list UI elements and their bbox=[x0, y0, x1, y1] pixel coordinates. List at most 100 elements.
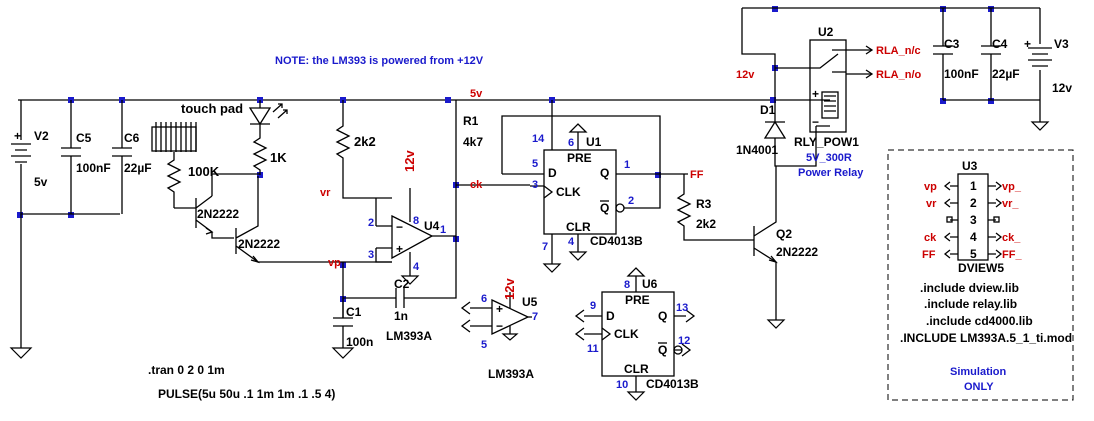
include-relay: .include relay.lib bbox=[924, 297, 1017, 311]
u6-model: CD4013B bbox=[646, 377, 699, 391]
v2-name: V2 bbox=[34, 129, 49, 143]
u3-pin-5-right: FF_ bbox=[1002, 249, 1022, 261]
u5-comparator: + − 6 5 12v U5 7 LM393A bbox=[460, 278, 538, 381]
u3-pin-4-left: ck bbox=[924, 232, 937, 244]
u3-model: DVIEW5 bbox=[958, 261, 1004, 275]
u1-q: Q bbox=[600, 166, 609, 180]
u5-pin-out: 7 bbox=[532, 311, 538, 323]
u1-model: CD4013B bbox=[590, 234, 643, 248]
r1-resistor: R1 4k7 ck bbox=[456, 114, 530, 191]
v2-source: + V2 5v bbox=[9, 100, 120, 359]
u3-pin-1-right: vp_ bbox=[1002, 181, 1022, 193]
u6-clk: CLK bbox=[614, 327, 639, 341]
qa-model: 2N2222 bbox=[197, 207, 239, 221]
net-label-rla-nc: RLA_n/c bbox=[876, 45, 921, 57]
svg-text:+: + bbox=[496, 302, 503, 316]
u1-pin-clk: 3 bbox=[532, 179, 538, 191]
r-100k-value: 100K bbox=[188, 164, 220, 179]
u3-pin-5-num: 5 bbox=[970, 247, 977, 261]
u4-model: LM393A bbox=[386, 329, 432, 343]
u1-d: D bbox=[548, 166, 557, 180]
net-label-ff: FF bbox=[690, 169, 704, 181]
only-label: ONLY bbox=[964, 381, 994, 393]
u4-name: U4 bbox=[424, 219, 440, 233]
tran-directive: .tran 0 2 0 1m bbox=[148, 363, 225, 377]
u1-name: U1 bbox=[586, 135, 602, 149]
net-label-12v-relay: 12v bbox=[736, 69, 755, 81]
u1-pin-d: 5 bbox=[532, 158, 538, 170]
u6-flipflop: U6 PRE CLR D CLK Q Q 9 11 13 12 8 10 CD4… bbox=[574, 267, 699, 401]
u4-comparator: − + 2 3 8 4 12v U4 1 LM393A bbox=[368, 150, 456, 343]
u1-pin-clr: 4 bbox=[568, 236, 575, 248]
svg-text:+: + bbox=[14, 129, 21, 143]
include-lm393: .INCLUDE LM393A.5_1_ti.mod bbox=[900, 331, 1072, 345]
touch-pad-label: touch pad bbox=[181, 101, 243, 116]
c4-name: C4 bbox=[992, 37, 1008, 51]
u2-value: 5V_300R bbox=[806, 152, 852, 164]
pulse-directive: PULSE(5u 50u .1 1m 1m .1 .5 4) bbox=[158, 387, 335, 401]
r1-value: 4k7 bbox=[463, 135, 483, 149]
u1-clr: CLR bbox=[566, 220, 591, 234]
net-label-5v: 5v bbox=[470, 88, 483, 100]
u3-pin-2-num: 2 bbox=[970, 196, 977, 210]
c2-value: 1n bbox=[394, 309, 408, 323]
u3-pin-2-right: vr_ bbox=[1002, 198, 1019, 210]
u4-supply: 12v bbox=[402, 150, 417, 172]
c1-value: 100n bbox=[346, 335, 373, 349]
c5-capacitor: C5 100nF bbox=[61, 100, 111, 214]
u1-pin-q: 1 bbox=[624, 159, 630, 171]
c1-capacitor: C1 100n bbox=[331, 298, 373, 359]
u5-pin-a: 6 bbox=[481, 293, 487, 305]
u1-pre: PRE bbox=[567, 151, 592, 165]
u3-name: U3 bbox=[962, 159, 978, 173]
net-label-vp: vp bbox=[328, 257, 341, 269]
u6-pin-clr: 10 bbox=[616, 379, 628, 391]
v3-value: 12v bbox=[1052, 81, 1072, 95]
simulation-label: Simulation bbox=[950, 366, 1007, 378]
u1-pin-qbar: 2 bbox=[628, 195, 634, 207]
u1-pin-pre: 6 bbox=[568, 137, 574, 149]
u3-pin-3-num: 3 bbox=[970, 213, 977, 227]
u6-pin-pre: 8 bbox=[624, 279, 630, 291]
supply-12v: + C3 100nF C4 22µF V3 12v bbox=[741, 7, 1072, 131]
d1-model: 1N4001 bbox=[736, 143, 778, 157]
u6-pre: PRE bbox=[625, 293, 650, 307]
u6-name: U6 bbox=[642, 277, 658, 291]
d1-name: D1 bbox=[760, 103, 776, 117]
rail-5v: 5v bbox=[18, 88, 816, 101]
u3-pin-4-right: ck_ bbox=[1002, 232, 1021, 244]
c3-name: C3 bbox=[944, 37, 960, 51]
r3-value: 2k2 bbox=[696, 217, 716, 231]
r-2k2: 2k2 vr bbox=[320, 100, 392, 199]
r-1k-value: 1K bbox=[270, 150, 287, 165]
svg-text:+: + bbox=[812, 87, 819, 101]
svg-text:+: + bbox=[1024, 37, 1031, 51]
u4-pin-out: 1 bbox=[440, 224, 446, 236]
r3-resistor: R3 2k2 bbox=[676, 174, 754, 241]
v2-value: 5v bbox=[34, 175, 48, 189]
u3-pin-4-num: 4 bbox=[970, 230, 977, 244]
note-text: NOTE: the LM393 is powered from +12V bbox=[275, 55, 484, 67]
u1-flipflop: U1 PRE CLR D CLK Q Q 5 3 2 1 FF 14 6 7 4… bbox=[501, 100, 704, 273]
transistor-qb: 2N2222 bbox=[235, 176, 343, 264]
u4-pin-plus: 3 bbox=[368, 249, 374, 261]
u5-pin-b: 5 bbox=[481, 339, 487, 351]
c2-capacitor: C2 1n bbox=[343, 100, 457, 323]
u3-pin-1-num: 1 bbox=[970, 179, 977, 193]
u4-pin-minus: 2 bbox=[368, 217, 374, 229]
c5-value: 100nF bbox=[76, 161, 111, 175]
svg-text:+: + bbox=[396, 242, 403, 256]
u4-pin-vcc: 8 bbox=[413, 215, 419, 227]
svg-text:−: − bbox=[812, 115, 819, 129]
u6-d: D bbox=[606, 309, 615, 323]
c4-value: 22µF bbox=[992, 67, 1020, 81]
c2-name: C2 bbox=[394, 277, 410, 291]
u4-pin-gnd: 4 bbox=[413, 261, 420, 273]
u1-qbar: Q bbox=[600, 201, 609, 215]
u2-name: U2 bbox=[818, 25, 834, 39]
led-1k: 1K bbox=[248, 100, 288, 175]
u1-pin-vss: 7 bbox=[542, 241, 548, 253]
include-dview: .include dview.lib bbox=[920, 281, 1019, 295]
r1-name: R1 bbox=[463, 114, 479, 128]
u6-clr: CLR bbox=[624, 362, 649, 376]
